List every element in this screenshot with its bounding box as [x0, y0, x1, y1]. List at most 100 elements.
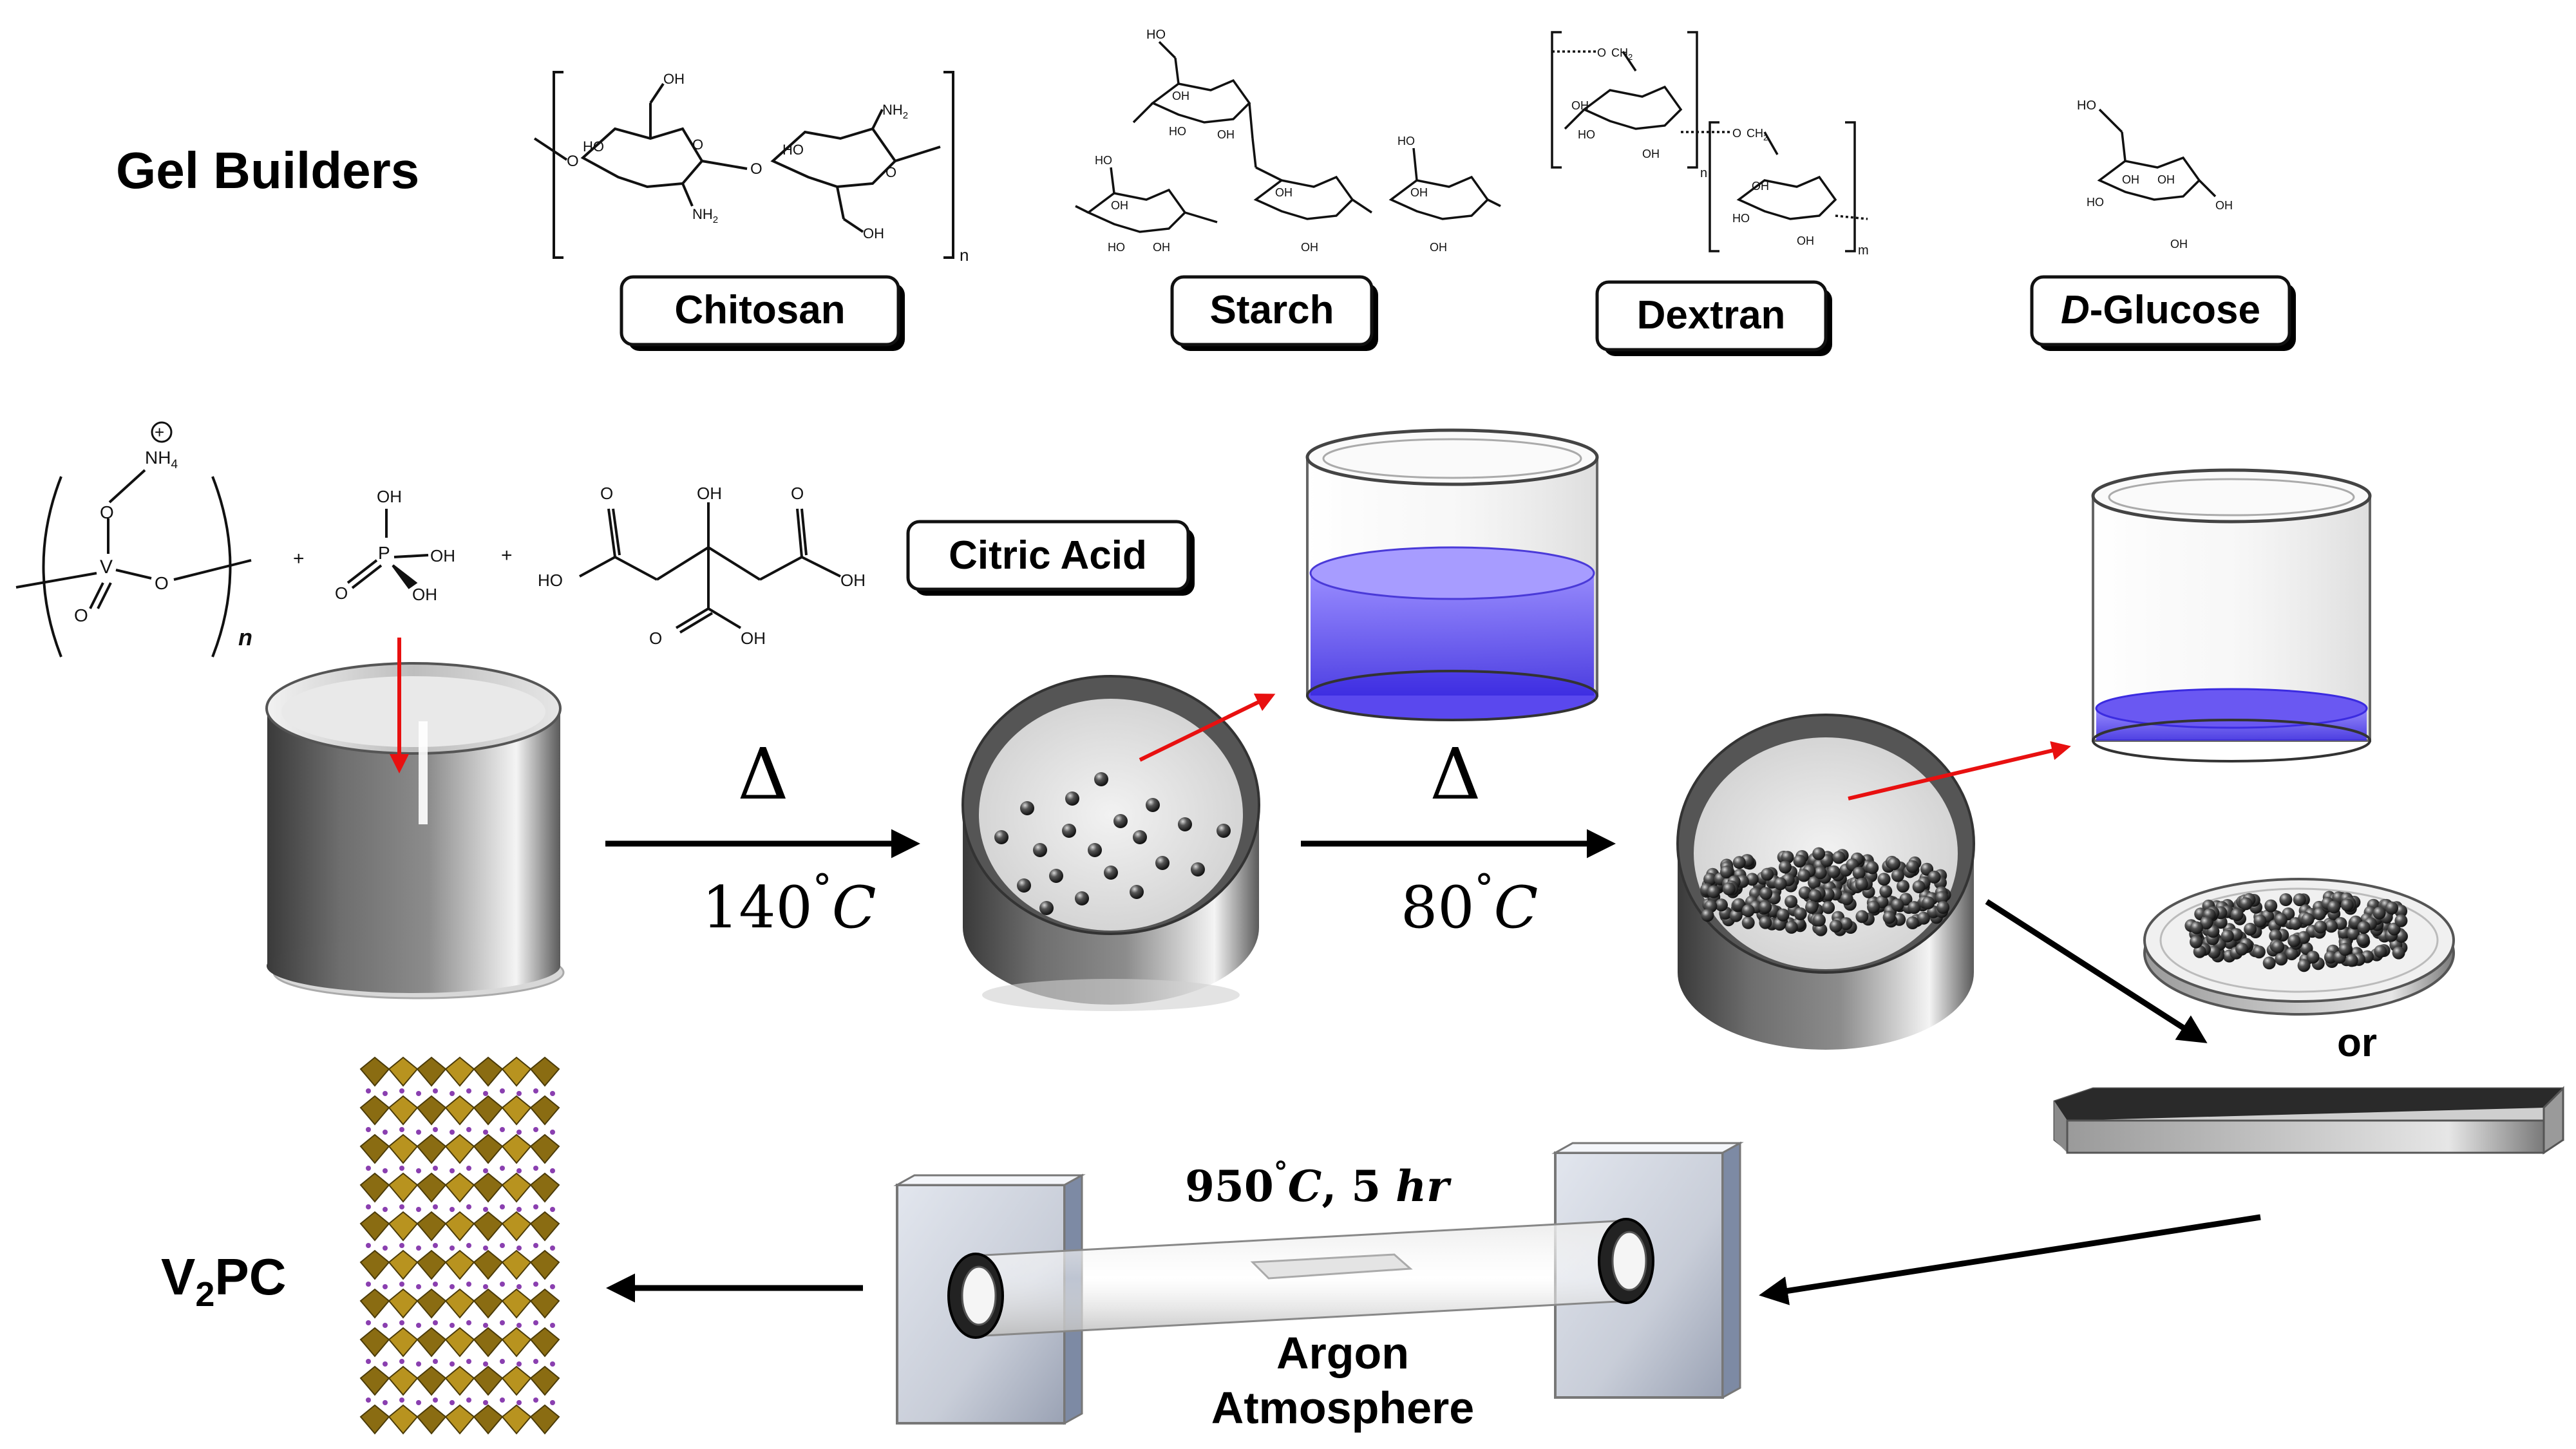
bead — [2357, 921, 2371, 934]
bead — [1720, 866, 1733, 878]
or-label: or — [2337, 1021, 2377, 1065]
atom — [550, 1400, 555, 1405]
chitosan-o-ring1: O — [692, 137, 703, 153]
gel-bead — [1065, 791, 1079, 806]
octahedron — [473, 1133, 504, 1164]
atom — [550, 1361, 555, 1367]
product-formula: V2PC — [161, 1248, 287, 1314]
dextran-n: n — [1700, 166, 1707, 180]
phosphoric-acid-structure — [346, 509, 429, 589]
octahedron — [529, 1288, 560, 1319]
tube-furnace — [893, 1141, 1744, 1425]
chitosan-oh-2: OH — [863, 225, 884, 242]
bead — [2275, 952, 2288, 966]
chitosan-o-bridge: O — [750, 160, 762, 178]
octahedron — [444, 1404, 475, 1435]
gel-bead — [1146, 798, 1160, 812]
octahedron — [388, 1211, 419, 1242]
dextran-oh-2: OH — [1642, 147, 1660, 160]
atom — [383, 1245, 388, 1251]
label-dextran-text: Dextran — [1637, 293, 1786, 337]
atom — [516, 1323, 522, 1328]
octahedron — [529, 1327, 560, 1358]
starch-ho-3: HO — [1108, 241, 1125, 254]
crucible-mixing — [265, 662, 565, 999]
atom — [450, 1284, 455, 1289]
phos-oh-right: OH — [430, 546, 455, 565]
chitosan-atom-labels: O HO OH NH2 O O HO NH2 OH O n — [567, 71, 969, 265]
bead — [1798, 886, 1812, 900]
atom — [466, 1127, 471, 1132]
octahedron — [388, 1172, 419, 1203]
bead — [1722, 882, 1736, 896]
gas-label-line2: Atmosphere — [1211, 1383, 1474, 1433]
bead — [2324, 951, 2337, 964]
bead — [1912, 880, 1926, 893]
chitosan-structure — [533, 71, 954, 259]
atom — [516, 1207, 522, 1212]
phos-oh-bottom: OH — [412, 585, 437, 604]
chitosan-n: n — [960, 245, 969, 265]
bead — [1866, 861, 1879, 875]
bead — [1813, 913, 1826, 927]
bead — [1794, 907, 1807, 920]
atom — [399, 1243, 404, 1248]
atom — [500, 1127, 505, 1132]
atom — [466, 1282, 471, 1287]
octahedron — [388, 1365, 419, 1396]
phos-p: P — [378, 543, 390, 563]
temp-step-1: 140°C — [702, 866, 876, 942]
glucose-oh-2: OH — [2157, 173, 2175, 186]
bead — [2338, 943, 2352, 956]
octahedron — [473, 1056, 504, 1087]
bead — [1805, 900, 1818, 914]
glucose-oh-1: OH — [2122, 173, 2139, 186]
bead — [1759, 887, 1773, 900]
combustion-boat — [2053, 1086, 2564, 1155]
atom — [550, 1245, 555, 1251]
atom — [433, 1166, 438, 1171]
starch-ho-2: HO — [1095, 154, 1112, 167]
bead — [1877, 873, 1891, 886]
octahedron — [473, 1095, 504, 1126]
label-starch-text: Starch — [1210, 288, 1334, 332]
glucose-oh-3: OH — [2215, 199, 2233, 212]
bead — [1867, 900, 1880, 914]
bead — [2385, 902, 2398, 914]
bead — [2253, 914, 2267, 928]
bead — [2235, 942, 2249, 956]
bead — [1917, 911, 1930, 925]
atom — [483, 1207, 488, 1212]
bead — [2340, 898, 2354, 912]
atom — [383, 1361, 388, 1367]
atom — [450, 1168, 455, 1173]
heat-symbol-2: Δ — [1430, 733, 1481, 815]
starch-oh-4: OH — [1153, 241, 1170, 254]
label-d-glucose-text: D-Glucose — [2061, 288, 2260, 332]
bead — [1879, 885, 1893, 898]
bead — [2297, 959, 2311, 972]
temp-step-2: 80°C — [1401, 866, 1538, 942]
dextran-ho-1: HO — [1578, 128, 1595, 141]
gel-bead — [1049, 869, 1063, 883]
bead — [1891, 898, 1904, 912]
citric-o-right: O — [791, 484, 804, 503]
label-chitosan: Chitosan — [620, 275, 905, 351]
dextran-structure — [1551, 31, 1868, 252]
chitosan-o-ring2: O — [886, 164, 896, 180]
bead — [2306, 951, 2320, 964]
atom — [433, 1088, 438, 1094]
atom — [383, 1400, 388, 1405]
atom — [516, 1245, 522, 1251]
bead — [1776, 908, 1790, 922]
octahedron — [444, 1288, 475, 1319]
dextran-m: m — [1858, 243, 1869, 258]
atom — [466, 1359, 471, 1364]
octahedron — [529, 1249, 560, 1280]
octahedron — [501, 1056, 532, 1087]
dextran-oh-4: OH — [1797, 234, 1814, 247]
octahedron — [501, 1288, 532, 1319]
atom — [366, 1088, 371, 1094]
octahedron — [529, 1211, 560, 1242]
atom — [450, 1207, 455, 1212]
